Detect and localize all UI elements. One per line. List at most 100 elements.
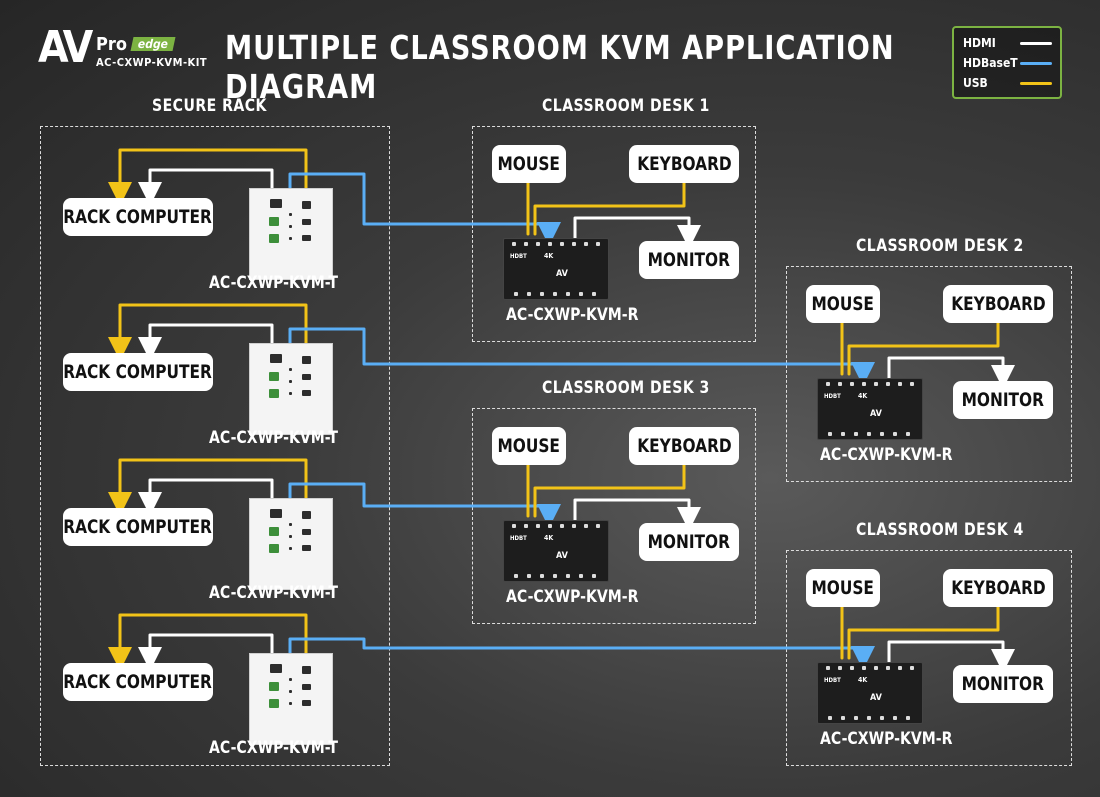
desk-3-receiver-label: AC-CXWP-KVM-R bbox=[506, 587, 639, 607]
desk-2-mouse: MOUSE bbox=[806, 285, 880, 323]
desk-4-label: CLASSROOM DESK 4 bbox=[856, 520, 1024, 540]
port-icon bbox=[527, 292, 531, 296]
led-icon bbox=[289, 392, 292, 395]
port-icon bbox=[880, 432, 884, 436]
port-icon bbox=[893, 432, 897, 436]
hdmi-port-icon bbox=[270, 199, 282, 208]
desk-4-mouse: MOUSE bbox=[806, 569, 880, 607]
port-icon bbox=[524, 524, 528, 528]
keyboard-usb-4 bbox=[847, 605, 1000, 660]
port-icon bbox=[841, 716, 845, 720]
rack-computer-2: RACK COMPUTER bbox=[63, 353, 213, 391]
port-icon bbox=[867, 432, 871, 436]
port-icon bbox=[572, 242, 576, 246]
desk-2-label: CLASSROOM DESK 2 bbox=[856, 236, 1024, 256]
port-icon bbox=[880, 716, 884, 720]
4k-badge: 4K bbox=[544, 252, 554, 260]
desk-1-monitor: MONITOR bbox=[639, 241, 739, 279]
usb-b-port-icon bbox=[302, 666, 311, 674]
hdbaset-port-icon bbox=[269, 682, 279, 691]
avpro-device-logo: AV bbox=[556, 551, 568, 561]
usb-b-port-icon bbox=[302, 356, 311, 364]
hdmi-port-icon bbox=[270, 664, 282, 673]
hdbaset-badge: HDBT bbox=[510, 253, 527, 260]
keyboard-usb-1 bbox=[533, 181, 686, 236]
hdbaset-cable-2 bbox=[288, 327, 875, 386]
rack-computer-3: RACK COMPUTER bbox=[63, 508, 213, 546]
desk-1-mouse: MOUSE bbox=[492, 145, 566, 183]
port-icon bbox=[826, 382, 830, 386]
hdbaset-port-icon bbox=[269, 699, 279, 708]
desk-4-zone bbox=[786, 550, 1072, 766]
transmitter-label-3: AC-CXWP-KVM-T bbox=[209, 583, 338, 603]
desk-3-zone bbox=[472, 408, 756, 624]
port-icon bbox=[596, 524, 600, 528]
port-icon bbox=[527, 574, 531, 578]
kit-model: AC-CXWP-KVM-KIT bbox=[96, 56, 208, 69]
hdmi-port-icon bbox=[270, 509, 282, 518]
rack-computer-1: RACK COMPUTER bbox=[63, 198, 213, 236]
wallplate-transmitter-1 bbox=[249, 188, 333, 280]
hdmi-cable-rack-1 bbox=[138, 168, 274, 206]
legend-line-usb bbox=[1020, 82, 1052, 85]
hdbaset-cable-4 bbox=[288, 637, 875, 670]
led-icon bbox=[289, 380, 292, 383]
port-icon bbox=[910, 666, 914, 670]
desk-4-receiver-label: AC-CXWP-KVM-R bbox=[820, 729, 953, 749]
legend-line-hdmi bbox=[1020, 42, 1052, 45]
port-icon bbox=[850, 666, 854, 670]
port-icon bbox=[536, 242, 540, 246]
port-icon bbox=[584, 242, 588, 246]
wallplate-transmitter-4 bbox=[249, 653, 333, 745]
desk-2-receiver-label: AC-CXWP-KVM-R bbox=[820, 445, 953, 465]
port-icon bbox=[572, 524, 576, 528]
usb-cable-rack-3 bbox=[108, 458, 308, 516]
port-icon bbox=[841, 432, 845, 436]
page-title: MULTIPLE CLASSROOM KVM APPLICATION DIAGR… bbox=[225, 28, 895, 106]
desk-1-label: CLASSROOM DESK 1 bbox=[542, 96, 710, 116]
monitor-hdmi-4 bbox=[887, 640, 1015, 673]
led-icon bbox=[289, 535, 292, 538]
port-icon bbox=[898, 666, 902, 670]
4k-badge: 4K bbox=[858, 676, 868, 684]
led-icon bbox=[289, 225, 292, 228]
desk-1-keyboard: KEYBOARD bbox=[629, 145, 739, 183]
usb-b-port-icon bbox=[302, 511, 311, 519]
hdbaset-port-icon bbox=[269, 389, 279, 398]
hdbaset-port-icon bbox=[269, 527, 279, 536]
port-icon bbox=[886, 382, 890, 386]
port-icon bbox=[910, 382, 914, 386]
port-icon bbox=[548, 524, 552, 528]
desk-1-receiver-label: AC-CXWP-KVM-R bbox=[506, 305, 639, 325]
transmitter-label-2: AC-CXWP-KVM-T bbox=[209, 428, 338, 448]
led-icon bbox=[289, 237, 292, 240]
port-icon bbox=[596, 242, 600, 246]
avpro-device-logo: AV bbox=[870, 409, 882, 419]
desk-2-keyboard: KEYBOARD bbox=[943, 285, 1053, 323]
port-icon bbox=[838, 382, 842, 386]
hdbaset-port-icon bbox=[269, 372, 279, 381]
hdbaset-port-icon bbox=[269, 217, 279, 226]
port-icon bbox=[579, 574, 583, 578]
usb-port-icon bbox=[302, 374, 311, 380]
port-icon bbox=[862, 666, 866, 670]
port-icon bbox=[560, 524, 564, 528]
led-icon bbox=[289, 213, 292, 216]
desk-2-monitor: MONITOR bbox=[953, 381, 1053, 419]
port-icon bbox=[874, 382, 878, 386]
rack-computer-4: RACK COMPUTER bbox=[63, 663, 213, 701]
secure-rack-label: SECURE RACK bbox=[152, 96, 267, 116]
avpro-device-logo: AV bbox=[556, 269, 568, 279]
port-icon bbox=[540, 574, 544, 578]
legend-line-hdbaset bbox=[1020, 62, 1052, 65]
port-icon bbox=[548, 242, 552, 246]
usb-port-icon bbox=[302, 529, 311, 535]
desk-4-monitor: MONITOR bbox=[953, 665, 1053, 703]
monitor-hdmi-1 bbox=[573, 216, 701, 249]
secure-rack-zone bbox=[40, 126, 390, 766]
keyboard-usb-2 bbox=[847, 321, 1000, 376]
